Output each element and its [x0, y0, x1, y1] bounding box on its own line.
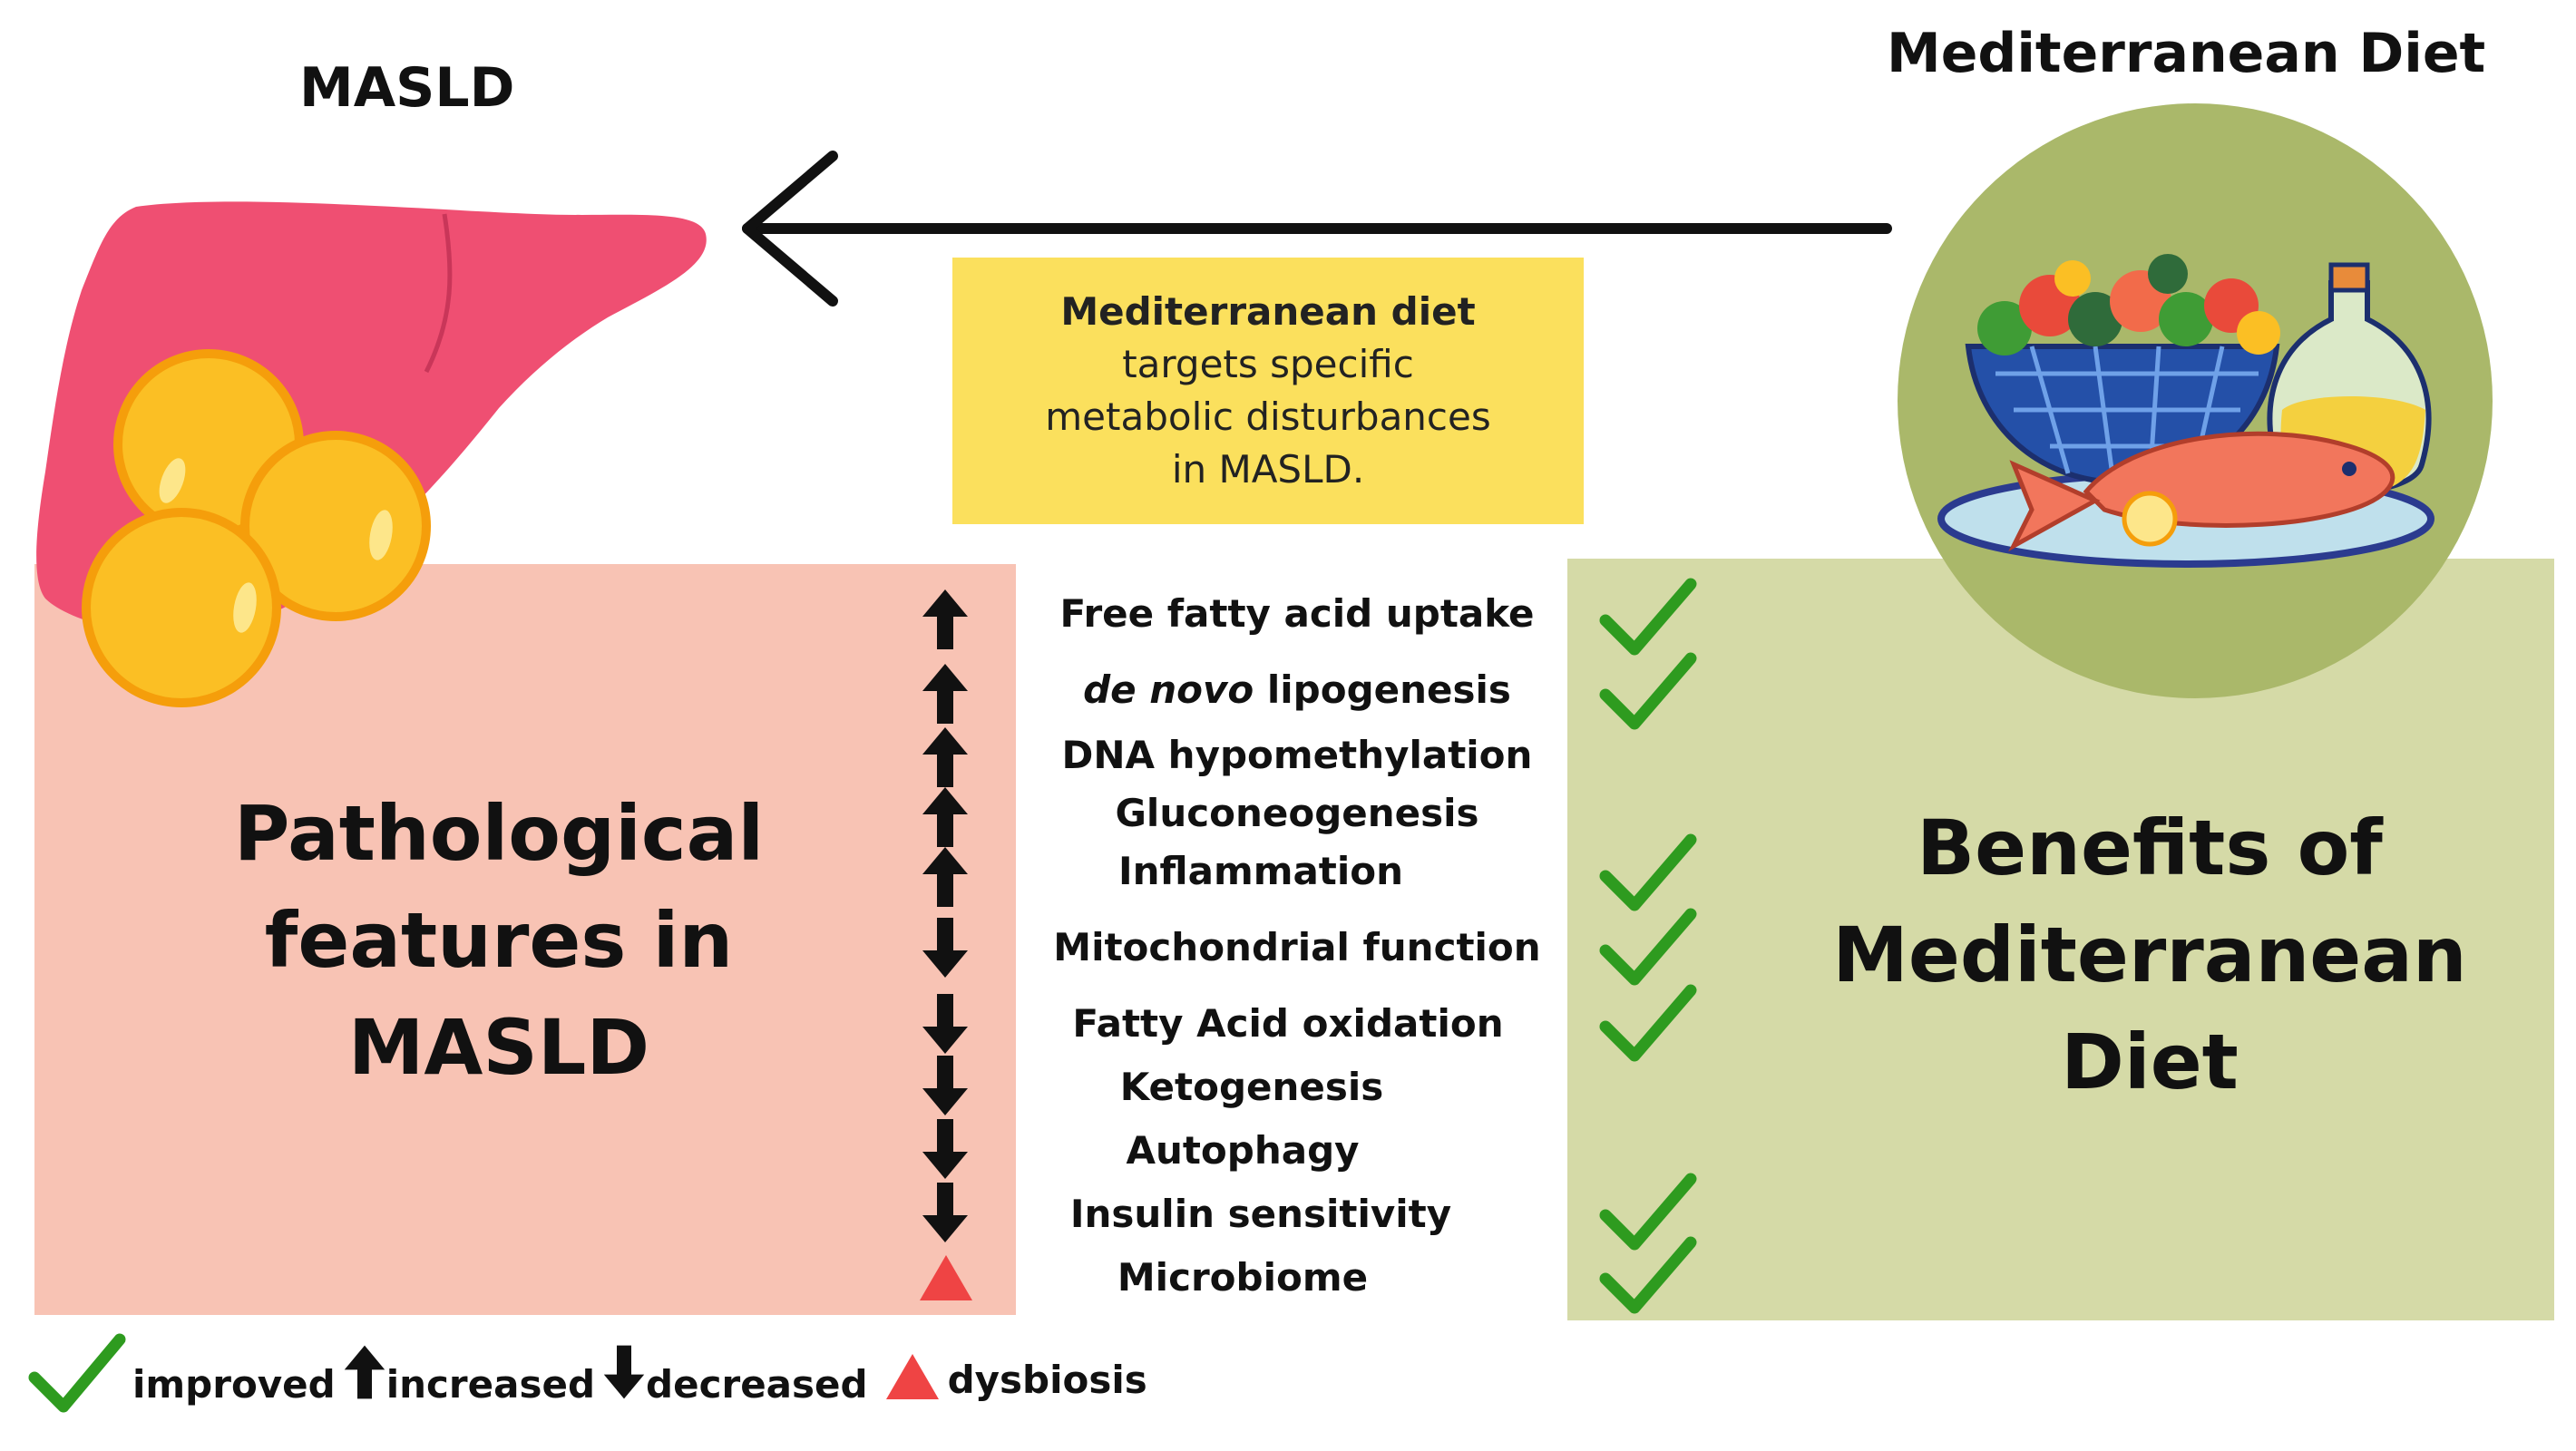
- check-icon: [1599, 578, 1697, 656]
- feature-label: Mitochondrial function: [1053, 925, 1541, 969]
- feature-label: Fatty Acid oxidation: [1072, 1001, 1504, 1046]
- callout-line-3: metabolic disturbances: [1045, 394, 1491, 439]
- increased-arrow-icon: [922, 727, 968, 787]
- increased-arrow-icon: [344, 1345, 385, 1399]
- increased-arrow-icon: [922, 589, 968, 649]
- legend-dysbiosis: dysbiosis: [947, 1357, 1147, 1402]
- benefits-line-1: Benefits of: [1917, 803, 2383, 892]
- feature-label: Ketogenesis: [1119, 1065, 1384, 1109]
- feature-label: Insulin sensitivity: [1069, 1192, 1452, 1236]
- benefits-panel: [1567, 559, 2554, 1320]
- decreased-arrow-icon: [922, 994, 968, 1054]
- legend: improved increased decreased dysbiosis: [27, 1331, 1155, 1413]
- increased-arrow-icon: [922, 847, 968, 907]
- feature-label: Free fatty acid uptake: [1059, 591, 1535, 636]
- feature-label-italic: de novo: [1083, 667, 1254, 712]
- arrow-left-icon: [742, 151, 1892, 307]
- check-icon: [1599, 652, 1697, 730]
- increased-arrow-icon: [922, 787, 968, 847]
- benefits-line-2: Mediterranean: [1832, 911, 2467, 999]
- pathological-features-label: Pathological features in MASLD: [163, 780, 834, 1101]
- check-icon: [1599, 984, 1697, 1062]
- legend-increased: increased: [385, 1361, 596, 1407]
- feature-label: Microbiome: [1117, 1255, 1369, 1300]
- feature-label-rest: lipogenesis: [1266, 667, 1511, 712]
- dysbiosis-triangle-icon: [920, 1255, 972, 1300]
- feature-label: DNA hypomethylation: [1061, 733, 1533, 777]
- check-icon: [1599, 908, 1697, 986]
- pathological-line-3: MASLD: [347, 1003, 650, 1092]
- mediterranean-diet-title: Mediterranean Diet: [1887, 22, 2486, 85]
- check-icon: [1599, 833, 1697, 911]
- dysbiosis-triangle-icon: [885, 1354, 939, 1399]
- check-icon: [1599, 1236, 1697, 1314]
- callout-box: Mediterranean diet targets specific meta…: [952, 258, 1584, 524]
- decreased-arrow-icon: [922, 1056, 968, 1115]
- increased-arrow-icon: [922, 664, 968, 724]
- check-icon: [1599, 1173, 1697, 1251]
- legend-decreased: decreased: [646, 1361, 868, 1407]
- feature-label: de novo lipogenesis: [1007, 667, 1587, 712]
- pathological-line-2: features in: [264, 896, 734, 985]
- feature-label: Inflammation: [1117, 849, 1404, 893]
- legend-improved: improved: [132, 1361, 336, 1407]
- callout-line-4: in MASLD.: [1171, 447, 1365, 492]
- benefits-line-3: Diet: [2061, 1018, 2239, 1106]
- feature-label: Autophagy: [1126, 1128, 1360, 1173]
- callout-line-1: Mediterranean diet: [1060, 289, 1476, 334]
- decreased-arrow-icon: [922, 1183, 968, 1242]
- decreased-arrow-icon: [922, 918, 968, 978]
- feature-label: Gluconeogenesis: [1115, 791, 1479, 835]
- masld-title: MASLD: [299, 56, 515, 120]
- mediterranean-plate-icon: [1898, 103, 2493, 698]
- decreased-arrow-icon: [922, 1119, 968, 1179]
- pathological-line-1: Pathological: [233, 789, 765, 878]
- benefits-label: Benefits of Mediterranean Diet: [1796, 794, 2503, 1115]
- callout-line-2: targets specific: [1122, 342, 1414, 386]
- check-icon: [28, 1333, 126, 1413]
- decreased-arrow-icon: [603, 1345, 645, 1399]
- fat-droplets-icon: [82, 349, 431, 707]
